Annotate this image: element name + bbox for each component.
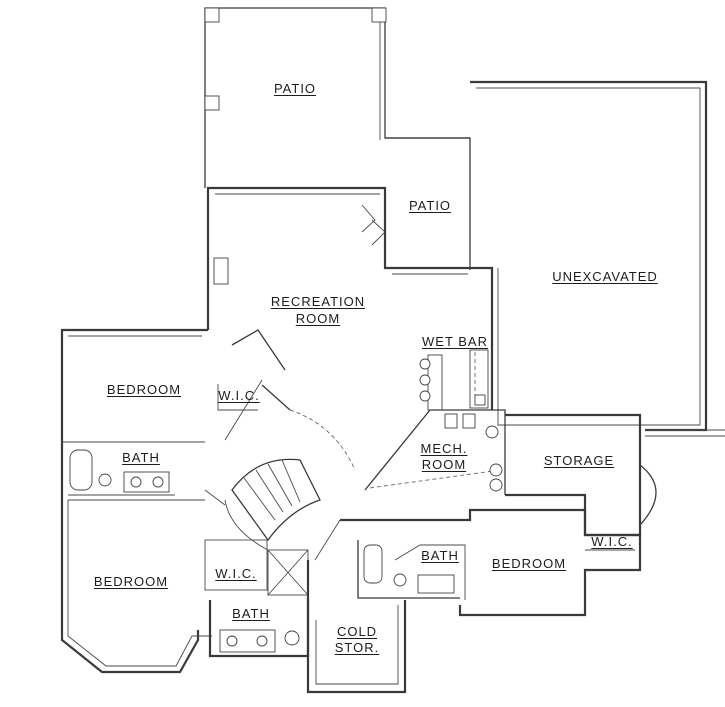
wic-nw-label: W.I.C. <box>218 388 260 403</box>
unexcavated-label: UNEXCAVATED <box>552 269 658 284</box>
bath-center-outline <box>357 540 460 599</box>
hall-outline <box>204 329 341 561</box>
recreation-room-label-line2: ROOM <box>295 311 341 326</box>
cold-storage-outline <box>306 560 407 694</box>
patio-side-label: PATIO <box>408 198 452 213</box>
bedroom-nw-label: BEDROOM <box>106 382 182 397</box>
mech-room-outline <box>289 409 506 495</box>
cold-storage-label-line2: STOR. <box>334 640 380 655</box>
cold-storage-label-line1: COLD <box>336 624 378 639</box>
storage-outline <box>505 413 657 537</box>
bath-nw-outline <box>68 449 175 496</box>
patio-upper-label: PATIO <box>273 81 317 96</box>
patio-side-outline <box>385 137 471 270</box>
wet-bar-outline <box>419 349 489 411</box>
bedroom-sw-outline <box>67 499 212 667</box>
storage-label: STORAGE <box>543 453 615 468</box>
bath-nw-label: BATH <box>122 450 160 465</box>
unexcavated-outline <box>470 80 725 437</box>
wic-east-label: W.I.C. <box>591 534 633 549</box>
mech-room-label-line2: ROOM <box>421 457 467 472</box>
recreation-room-outline <box>206 186 494 410</box>
stair-outline <box>224 458 321 551</box>
bath-center-label: BATH <box>421 548 459 563</box>
bath-sw-label: BATH <box>232 606 270 621</box>
bedroom-nw-outline <box>60 328 263 674</box>
wic-sw-label: W.I.C. <box>215 566 257 581</box>
wet-bar-label: WET BAR <box>422 334 488 349</box>
mech-room-label-line1: MECH. <box>420 441 468 456</box>
patio-upper-outline <box>204 7 470 188</box>
recreation-room-label-line1: RECREATION <box>270 294 366 309</box>
bath-sw-outline <box>208 600 310 658</box>
bedroom-east-outline <box>340 508 642 617</box>
bedroom-sw-label: BEDROOM <box>93 574 169 589</box>
bedroom-east-label: BEDROOM <box>491 556 567 571</box>
